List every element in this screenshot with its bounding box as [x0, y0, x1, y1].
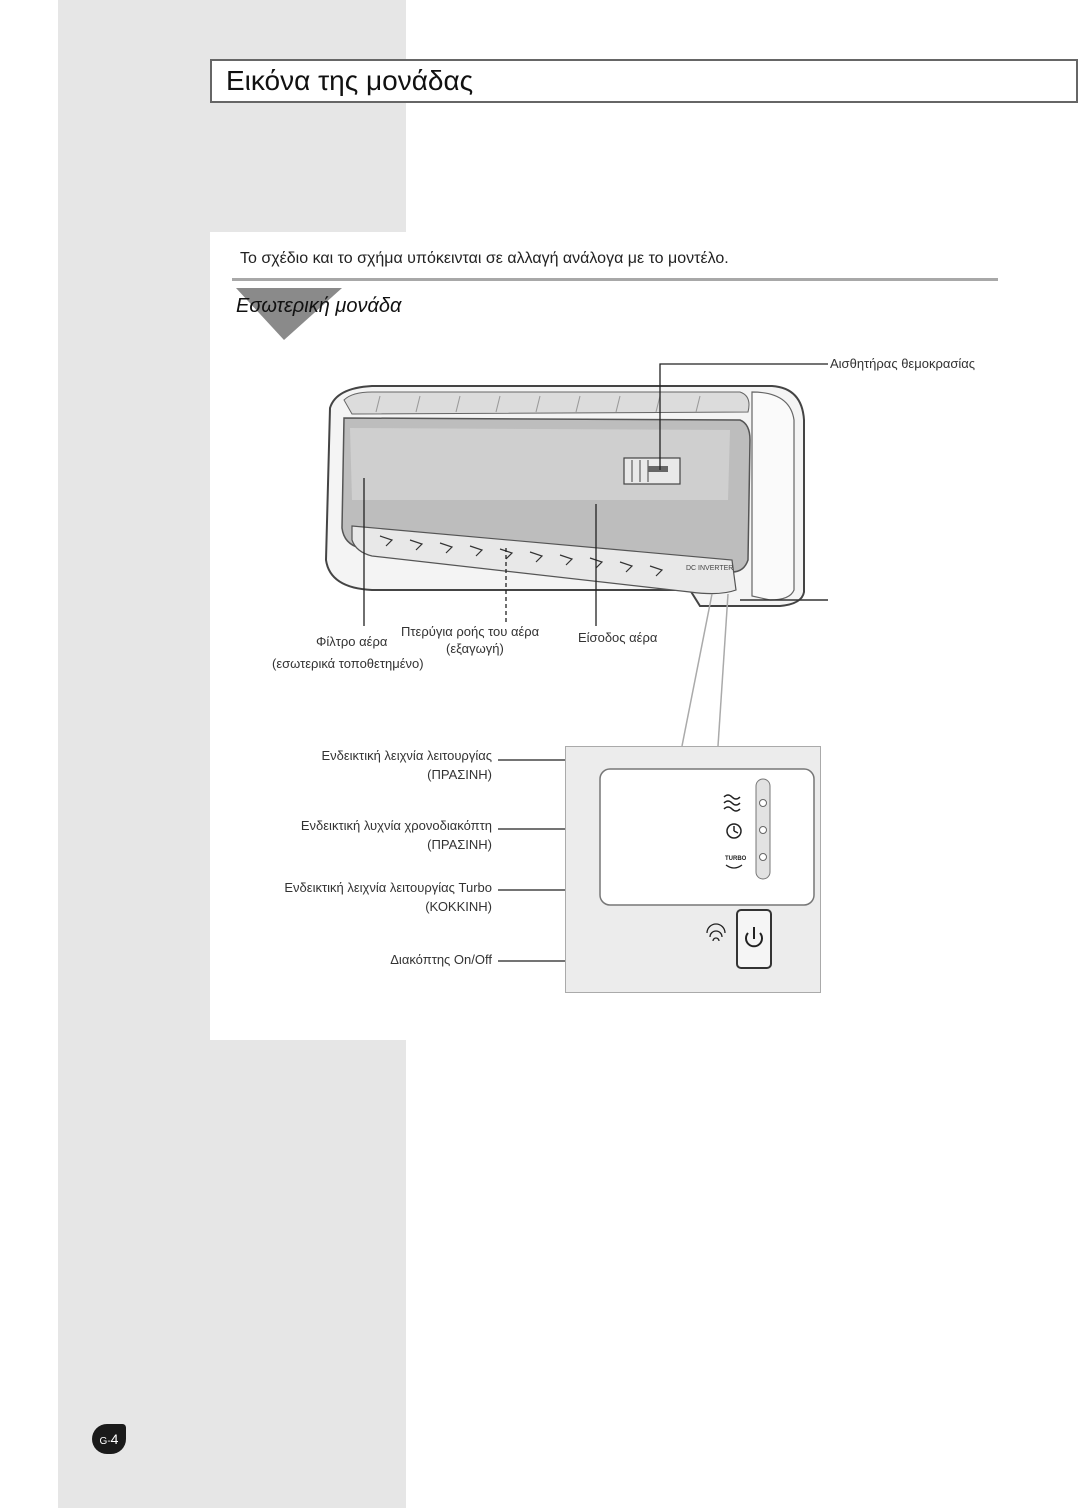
page-number: 4	[110, 1431, 119, 1447]
divider-rule	[232, 278, 998, 281]
turbo-indicator-color: (ΚΟΚΚΙΝΗ)	[425, 899, 492, 914]
air-filter-label: Φίλτρο αέρα	[316, 634, 388, 649]
dc-inverter-badge: DC INVERTER	[686, 565, 733, 572]
power-icon	[745, 927, 763, 948]
operation-indicator-label: Ενδεικτική λειχνία λειτουργίας	[321, 748, 492, 763]
power-button[interactable]	[736, 909, 772, 969]
turbo-indicator-label: Ενδεικτική λειχνία λειτουργίας Turbo	[284, 880, 492, 895]
timer-indicator-label: Ενδεικτική λυχνία χρονοδιακόπτη	[300, 818, 492, 833]
power-switch-label: Διακόπτης On/Off	[390, 952, 492, 967]
page-title: Εικόνα της μονάδας	[226, 65, 474, 96]
air-filter-note: (εσωτερικά τοποθετημένο)	[272, 656, 424, 671]
section-heading: Εσωτερική μονάδα	[236, 295, 402, 317]
temp-sensor-label: Αισθητήρας θεμοκρασίας	[830, 356, 976, 371]
page-number-badge: G-4	[92, 1424, 126, 1454]
timer-clock-icon	[726, 823, 742, 839]
section-triangle-marker	[236, 288, 342, 340]
zoom-connector	[681, 593, 729, 747]
control-panel-zoom: TURBO	[565, 746, 821, 993]
control-panel-art: TURBO	[599, 768, 815, 942]
air-flow-blades-note: (εξαγωγή)	[446, 641, 504, 656]
turbo-icon: TURBO	[725, 856, 747, 869]
operation-wave-icon	[723, 794, 741, 812]
indoor-unit-body: DC INVERTER	[324, 385, 828, 607]
title-box: Εικόνα της μονάδας	[210, 59, 1078, 103]
air-inlet-label: Είσοδος αέρα	[578, 630, 658, 645]
air-flow-blades-label: Πτερύγια ροής του αέρα	[401, 624, 540, 639]
wireless-signal-icon	[706, 923, 726, 942]
temp-sensor-leader	[659, 363, 828, 470]
page-number-prefix: G-	[99, 1436, 111, 1447]
timer-indicator-color: (ΠΡΑΣΙΝΗ)	[427, 837, 492, 852]
operation-indicator-color: (ΠΡΑΣΙΝΗ)	[427, 767, 492, 782]
subtitle-note: Το σχέδιο και το σχήμα υπόκεινται σε αλλ…	[240, 250, 729, 267]
svg-text:TURBO: TURBO	[725, 856, 747, 862]
